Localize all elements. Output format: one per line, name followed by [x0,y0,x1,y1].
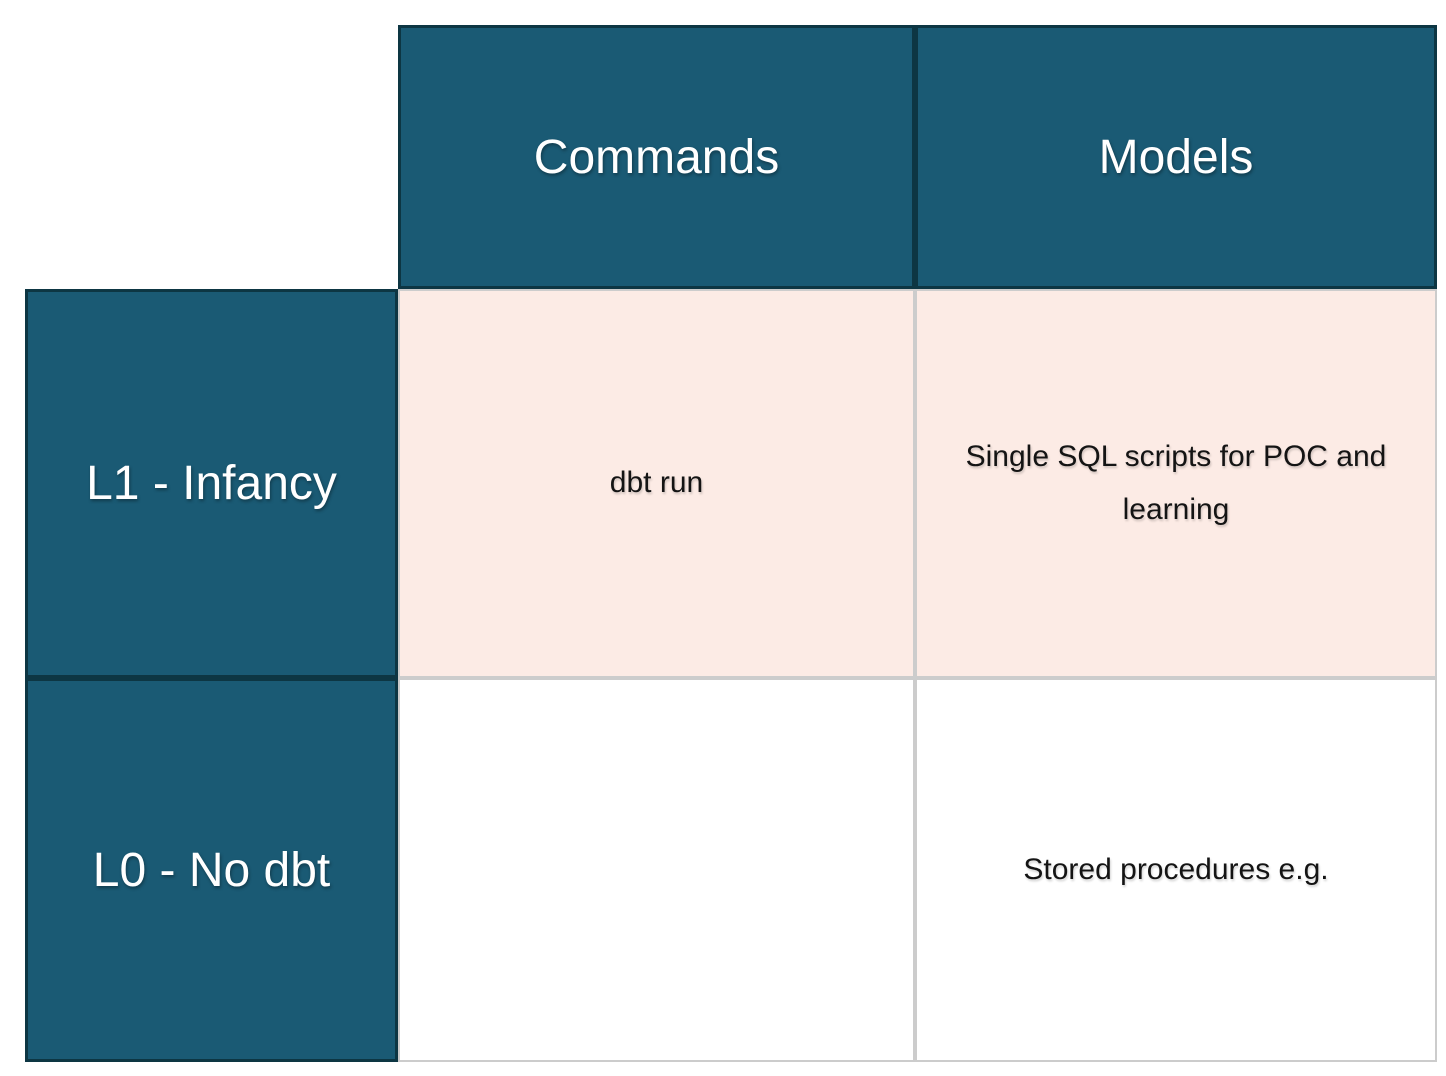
cell-l1-commands-text: dbt run [609,466,704,500]
cell-l0-models-text: Stored procedures e.g. [1023,852,1329,886]
row-header-l1-infancy: L1 - Infancy [25,289,398,678]
row-header-l1-infancy-label: L1 - Infancy [86,457,337,510]
row-header-l0-no-dbt-label: L0 - No dbt [92,843,331,897]
cell-l1-models-text: Single SQL scripts for POC and learning [965,440,1387,526]
column-header-models-label: Models [1098,130,1254,184]
cell-l1-models: Single SQL scripts for POC and learning [915,289,1437,678]
cell-l0-models: Stored procedures e.g. [915,678,1437,1062]
column-header-models: Models [915,25,1437,289]
column-header-commands-label: Commands [533,130,780,184]
cell-l1-commands: dbt run [398,289,915,678]
column-header-commands: Commands [398,25,915,289]
maturity-matrix-table: Commands Models L1 - Infancy dbt run Sin… [25,25,1437,1062]
cell-l0-commands [398,678,915,1062]
corner-blank-cell [25,25,398,289]
row-header-l0-no-dbt: L0 - No dbt [25,678,398,1062]
